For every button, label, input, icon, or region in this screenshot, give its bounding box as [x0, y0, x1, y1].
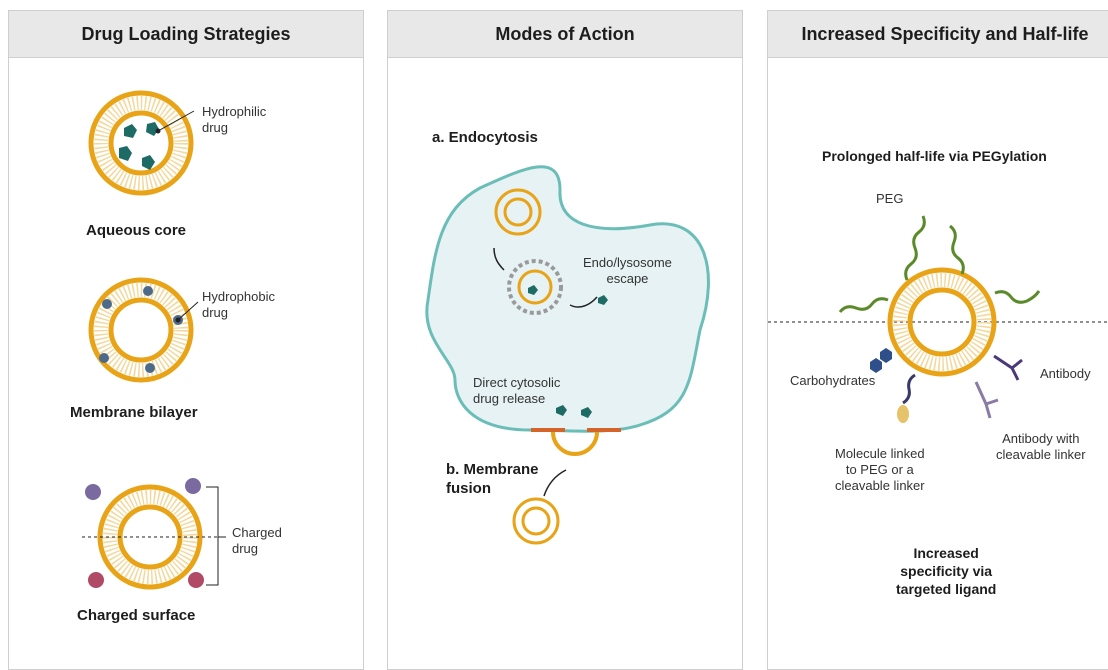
membrane-bilayer-label: Membrane bilayer [70, 404, 198, 421]
membrane-fusion-label: b. Membrane fusion [446, 461, 539, 497]
antibody-linker-label: Antibody with cleavable linker [996, 431, 1086, 462]
drug-icon [119, 146, 132, 161]
diagram-artwork [82, 90, 1108, 590]
charged-drug-label: Charged drug [232, 525, 282, 556]
pegylated-liposome [768, 215, 1108, 423]
hydrophobic-drug-label: Hydrophobic drug [202, 289, 275, 320]
liposome-membrane-bilayer [88, 277, 199, 383]
liposome-aqueous-core [88, 90, 195, 196]
cell [425, 165, 710, 545]
carbohydrates-label: Carbohydrates [790, 373, 876, 388]
peg-label: PEG [876, 191, 904, 206]
panel-title: Modes of Action [388, 11, 742, 58]
drug-icon [124, 124, 137, 138]
panel-title: Drug Loading Strategies [9, 11, 363, 58]
pegylation-label: Prolonged half-life via PEGylation [822, 148, 1047, 164]
endocytosis-label: a. Endocytosis [432, 129, 538, 146]
endo-lysosome-escape-label: Endo/lysosome escape [583, 255, 672, 286]
aqueous-core-label: Aqueous core [86, 222, 187, 239]
liposome-charged-surface [82, 478, 226, 590]
hydrophilic-drug-label: Hydrophilic drug [202, 104, 267, 135]
panel-title: Increased Specificity and Half-life [768, 11, 1108, 58]
drug-icon [142, 155, 155, 170]
panel-specificity: Increased Specificity and Half-life [767, 10, 1108, 670]
charged-surface-label: Charged surface [77, 607, 196, 624]
targeted-ligand-label: Increased specificity via targeted ligan… [896, 545, 997, 597]
drug-icon [146, 122, 159, 136]
antibody-label: Antibody [1040, 366, 1091, 381]
direct-cytosolic-release-label: Direct cytosolic drug release [473, 375, 561, 406]
molecule-linked-label: Molecule linked to PEG or a cleavable li… [835, 446, 925, 493]
